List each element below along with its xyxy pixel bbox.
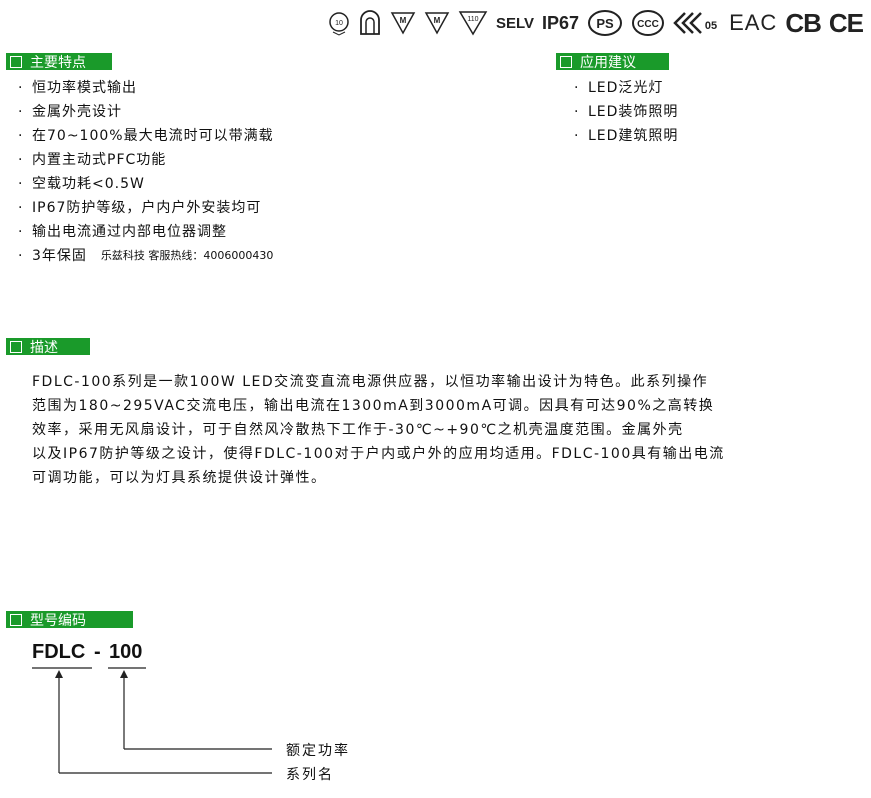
hotline-text: 乐兹科技 客服热线：4006000430 <box>100 249 274 262</box>
description-header: 描述 <box>6 338 90 356</box>
list-item: ·内置主动式PFC功能 <box>18 152 167 168</box>
svg-text:05: 05 <box>705 20 717 32</box>
applications-list: ·LED泛光灯 ·LED装饰照明 ·LED建筑照明 <box>574 76 678 148</box>
description-line: FDLC-100系列是一款100W LED交流变直流电源供应器，以恒功率输出设计… <box>32 374 709 390</box>
features-header: 主要特点 <box>6 53 112 71</box>
list-item: ·LED装饰照明 <box>574 104 679 120</box>
list-item: ·金属外壳设计 <box>18 104 122 120</box>
m-mark-icon: M <box>424 11 450 35</box>
description-line: 范围为180~295VAC交流电压，输出电流在1300mA到3000mA可调。因… <box>32 398 715 414</box>
svg-text:10: 10 <box>335 20 343 27</box>
description-line: 可调功能，可以为灯具系统提供设计弹性。 <box>32 470 327 486</box>
ce-mark: CE <box>828 7 864 38</box>
eac-mark: EAC <box>729 10 778 35</box>
description-title: 描述 <box>30 339 58 356</box>
description-line: 效率，采用无风扇设计，可于自然风冷散热下工作于-30℃~+90℃之机壳温度范围。… <box>32 422 684 438</box>
list-item: ·LED建筑照明 <box>574 128 679 144</box>
m-mark-icon: M <box>390 11 416 35</box>
series-label: 系列名 <box>286 767 334 783</box>
square-icon <box>560 55 572 68</box>
cb-mark: CB <box>785 7 822 38</box>
square-icon <box>10 55 22 68</box>
certification-bar: 10 M M 110 SELV IP67 PS CCC 05 EAC CB CE <box>328 7 864 38</box>
features-list: ·恒功率模式输出 ·金属外壳设计 ·在70~100%最大电流时可以带满载 ·内置… <box>18 76 274 268</box>
power-label: 额定功率 <box>286 743 350 759</box>
svg-text:110: 110 <box>467 16 478 23</box>
list-item: ·空载功耗<0.5W <box>18 176 145 192</box>
svg-text:PS: PS <box>596 16 614 31</box>
applications-header: 应用建议 <box>556 53 669 71</box>
lamp-class-icon <box>358 10 382 36</box>
model-power-code: 100 <box>109 641 143 663</box>
model-code-header: 型号编码 <box>6 611 133 629</box>
list-item: ·输出电流通过内部电位器调整 <box>18 224 227 240</box>
model-series-code: FDLC <box>32 641 86 663</box>
pse-icon: PS <box>587 9 623 37</box>
svg-text:M: M <box>400 16 407 25</box>
model-dash: - <box>94 641 101 663</box>
list-item: ·IP67防护等级，户内户外安装均可 <box>18 200 262 216</box>
list-item: ·恒功率模式输出 <box>18 80 137 96</box>
list-item: ·在70~100%最大电流时可以带满载 <box>18 128 274 144</box>
description-line: 以及IP67防护等级之设计，使得FDLC-100对于户内或户外的应用均适用。FD… <box>32 446 725 462</box>
square-icon <box>10 340 22 353</box>
list-item: ·LED泛光灯 <box>574 80 664 96</box>
list-item: ·3年保固乐兹科技 客服热线：4006000430 <box>18 244 274 268</box>
svg-text:CCC: CCC <box>637 19 659 30</box>
applications-title: 应用建议 <box>580 54 636 71</box>
square-icon <box>10 613 22 626</box>
ccc-icon: CCC <box>631 9 665 37</box>
svg-text:M: M <box>434 16 441 25</box>
kc-icon: 05 <box>673 10 721 36</box>
selv-mark: SELV <box>495 14 535 32</box>
model-code-title: 型号编码 <box>30 612 86 629</box>
description-body: FDLC-100系列是一款100W LED交流变直流电源供应器，以恒功率输出设计… <box>32 370 792 490</box>
features-title: 主要特点 <box>30 54 86 71</box>
temperature-mark-icon: 110 <box>458 10 488 36</box>
enec-icon: 10 <box>328 10 350 36</box>
ip67-mark: IP67 <box>542 12 580 33</box>
